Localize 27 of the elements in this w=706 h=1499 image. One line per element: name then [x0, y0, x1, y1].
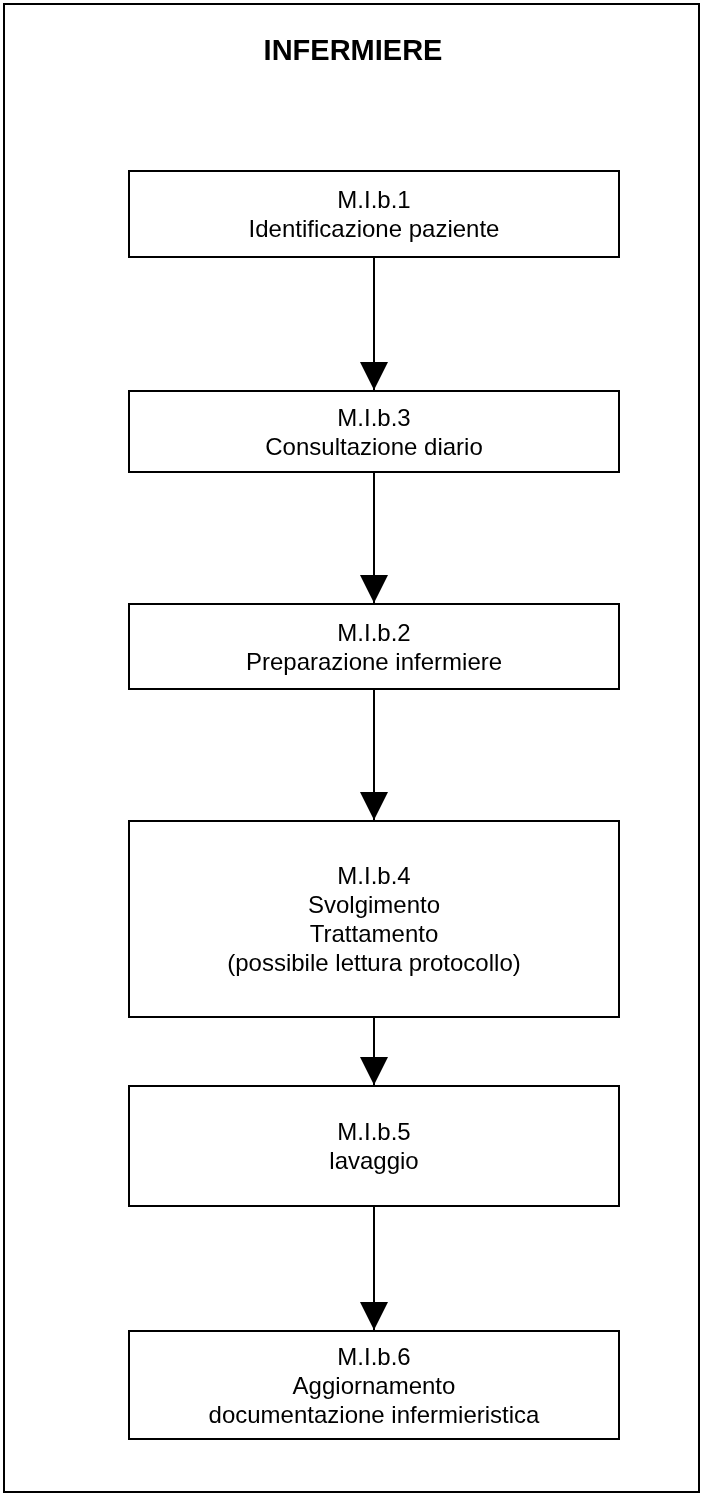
step-code: M.I.b.5 — [337, 1117, 411, 1146]
arrow — [360, 257, 388, 391]
process-box — [128, 170, 620, 258]
arrow — [360, 689, 388, 821]
step-label: Trattamento — [309, 919, 439, 948]
arrow — [360, 1017, 388, 1086]
process-box — [128, 1085, 620, 1207]
step-code: M.I.b.4 — [337, 861, 411, 890]
process-box — [128, 1330, 620, 1440]
process-box — [128, 390, 620, 473]
step-code: M.I.b.2 — [337, 617, 411, 647]
arrow — [360, 1206, 388, 1331]
step-label: documentazione infermieristica — [208, 1399, 540, 1429]
process-box — [128, 820, 620, 1018]
step-label: Svolgimento — [307, 890, 441, 919]
step-code: M.I.b.3 — [337, 402, 411, 432]
step-label: Identificazione paziente — [248, 214, 500, 243]
process-box — [128, 603, 620, 690]
step-code: M.I.b.1 — [337, 185, 411, 214]
step-label: Preparazione infermiere — [245, 646, 503, 676]
step-label: (possibile lettura protocollo) — [227, 948, 521, 977]
step-label: lavaggio — [329, 1146, 419, 1175]
arrow — [360, 472, 388, 604]
step-label: Consultazione diario — [265, 431, 483, 461]
step-code: M.I.b.6 — [337, 1341, 411, 1371]
step-label: Aggiornamento — [292, 1370, 456, 1400]
title: INFERMIERE — [262, 34, 444, 67]
